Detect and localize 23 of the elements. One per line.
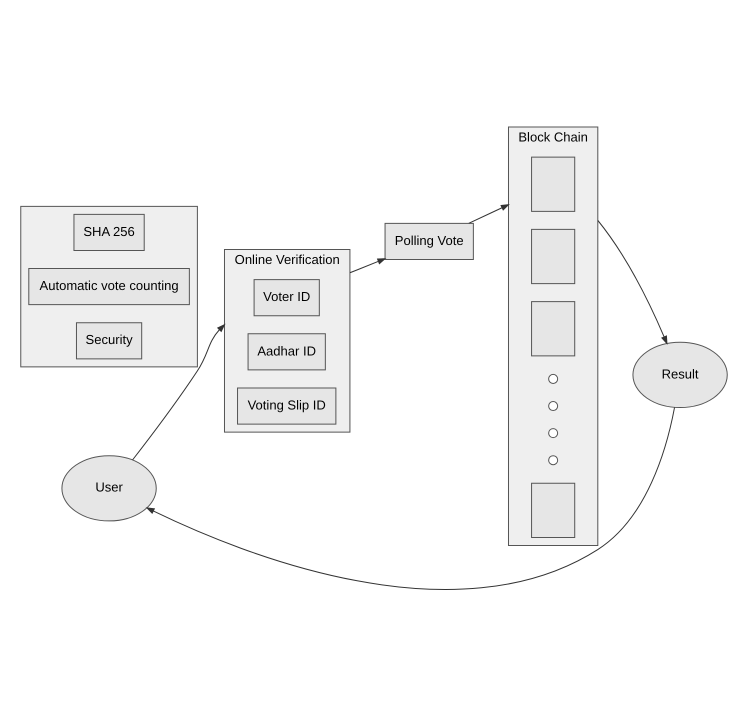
arrow (132, 323, 226, 460)
node-box: Voter ID (254, 278, 320, 316)
arrow (468, 204, 510, 224)
node-ellipse: Result (632, 341, 728, 408)
arrow (350, 258, 386, 273)
arrow (146, 406, 675, 590)
node-box: Security (76, 322, 142, 359)
node-box (531, 300, 576, 356)
arrow (597, 220, 668, 344)
node-box (531, 156, 576, 212)
node-box: Polling Vote (384, 222, 474, 260)
node-circle (548, 454, 558, 465)
node-box (531, 482, 576, 538)
cluster: Block Chain (508, 126, 598, 546)
node-box: Automatic vote counting (28, 268, 190, 305)
node-box: Aadhar ID (248, 332, 326, 370)
node-box (531, 228, 576, 284)
node-box: SHA 256 (73, 213, 145, 250)
node-box: Voting Slip ID (237, 386, 336, 424)
node-circle (548, 373, 558, 384)
node-circle (548, 400, 558, 411)
node-circle (548, 428, 558, 438)
cluster (20, 205, 198, 367)
